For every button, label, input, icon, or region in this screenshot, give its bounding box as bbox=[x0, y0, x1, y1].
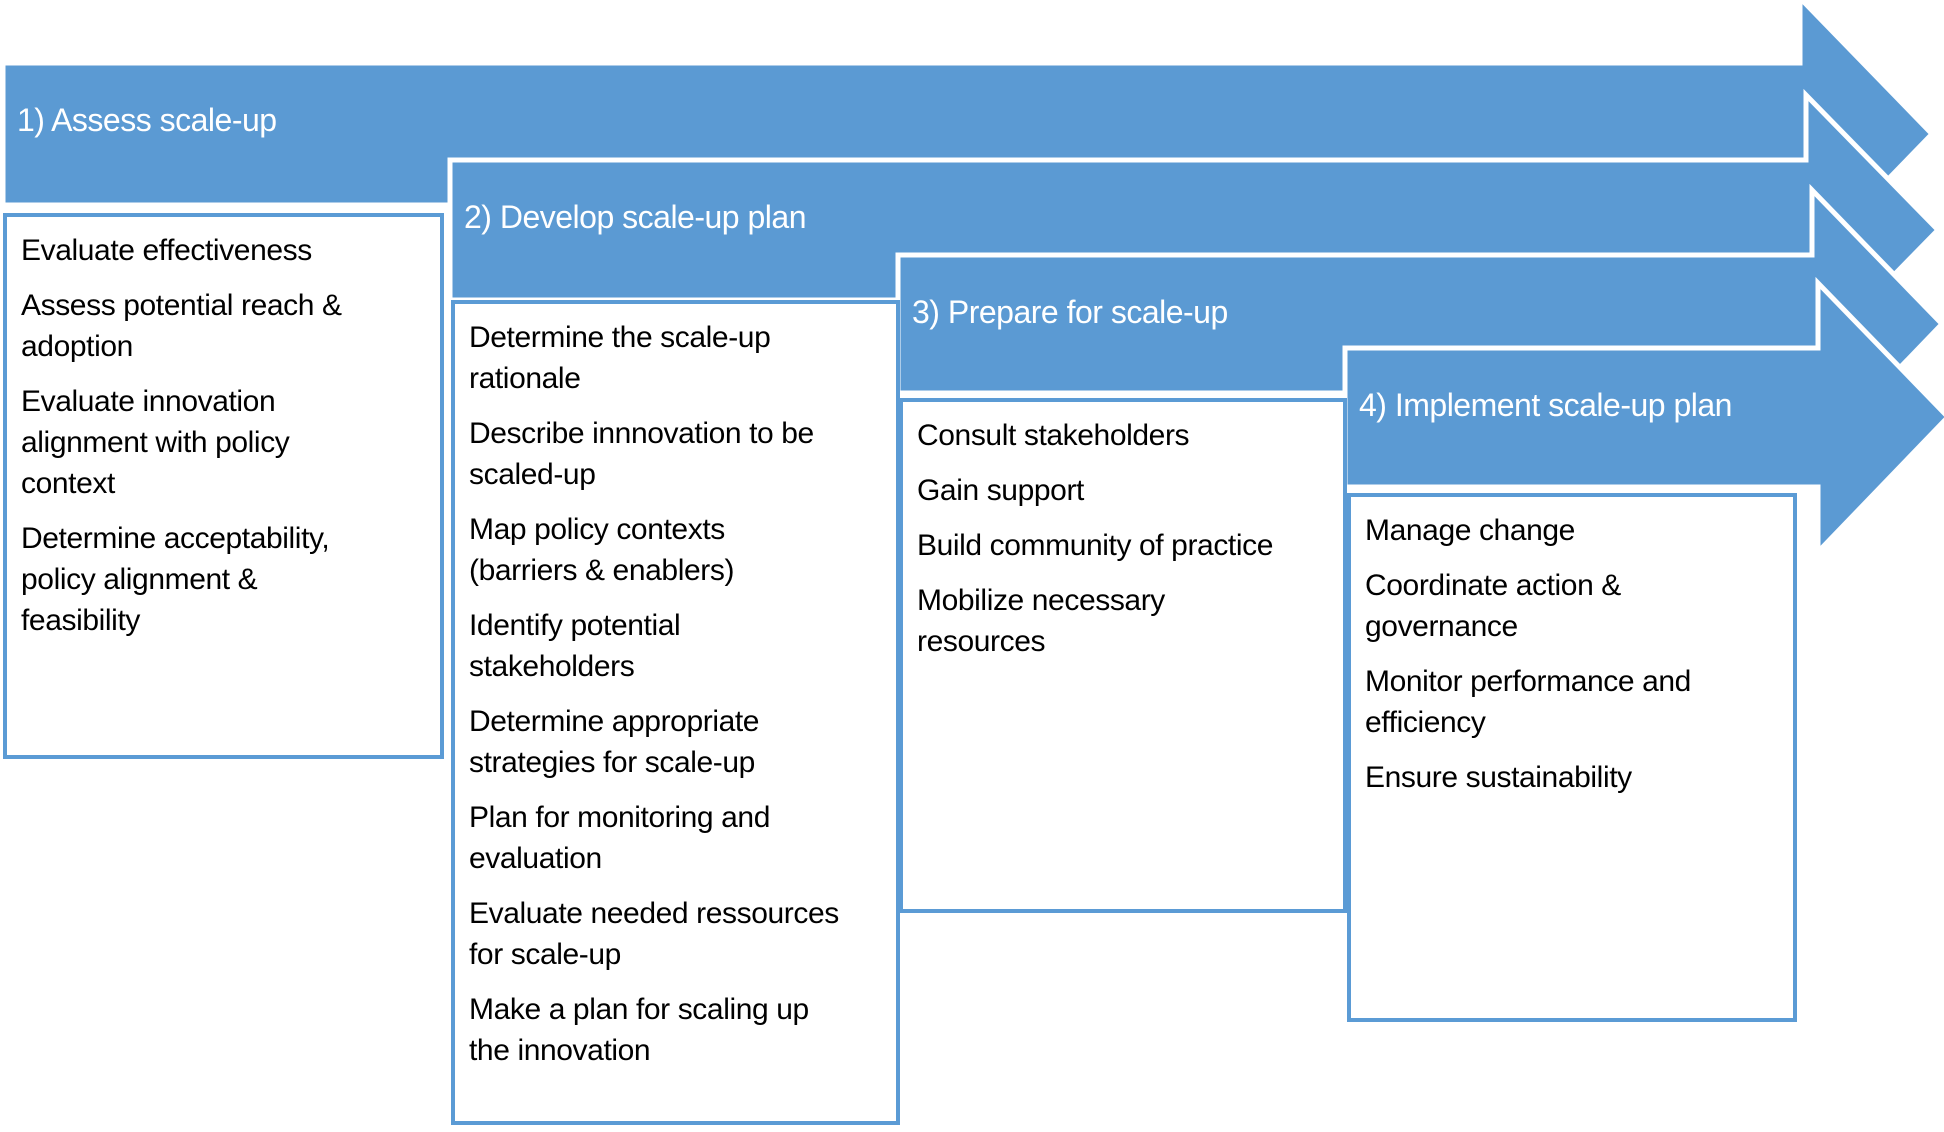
list-item: Plan for monitoring and evaluation bbox=[469, 801, 770, 875]
list-item: Coordinate action & governance bbox=[1365, 569, 1621, 643]
list-item: Map policy contexts (barriers & enablers… bbox=[469, 513, 735, 587]
list-item: Determine acceptability, policy alignmen… bbox=[21, 522, 330, 637]
list-item: Evaluate innovation alignment with polic… bbox=[21, 385, 290, 500]
phase-1-title: 1) Assess scale-up bbox=[17, 102, 277, 138]
phase-3-title: 3) Prepare for scale-up bbox=[912, 294, 1228, 330]
list-item: Make a plan for scaling up the innovatio… bbox=[469, 993, 809, 1067]
list-item: Determine the scale-up rationale bbox=[469, 321, 771, 395]
list-item: Manage change bbox=[1365, 514, 1575, 547]
list-item: Build community of practice bbox=[917, 529, 1274, 562]
list-item: Determine appropriate strategies for sca… bbox=[469, 705, 760, 779]
list-item: Evaluate effectiveness bbox=[21, 234, 312, 267]
list-item: Identify potential stakeholders bbox=[469, 609, 681, 683]
phase-2-title: 2) Develop scale-up plan bbox=[464, 199, 806, 235]
list-item: Assess potential reach & adoption bbox=[21, 289, 342, 363]
list-item: Consult stakeholders bbox=[917, 419, 1190, 452]
list-item: Evaluate needed ressources for scale-up bbox=[469, 897, 839, 971]
list-item: Monitor performance and efficiency bbox=[1365, 665, 1691, 739]
list-item: Describe innnovation to be scaled-up bbox=[469, 417, 814, 491]
phase-4-title: 4) Implement scale-up plan bbox=[1359, 387, 1732, 423]
list-item: Mobilize necessary resources bbox=[917, 584, 1165, 658]
list-item: Ensure sustainability bbox=[1365, 761, 1632, 794]
arrow-phase-4 bbox=[1342, 276, 1944, 559]
list-item: Gain support bbox=[917, 474, 1084, 507]
